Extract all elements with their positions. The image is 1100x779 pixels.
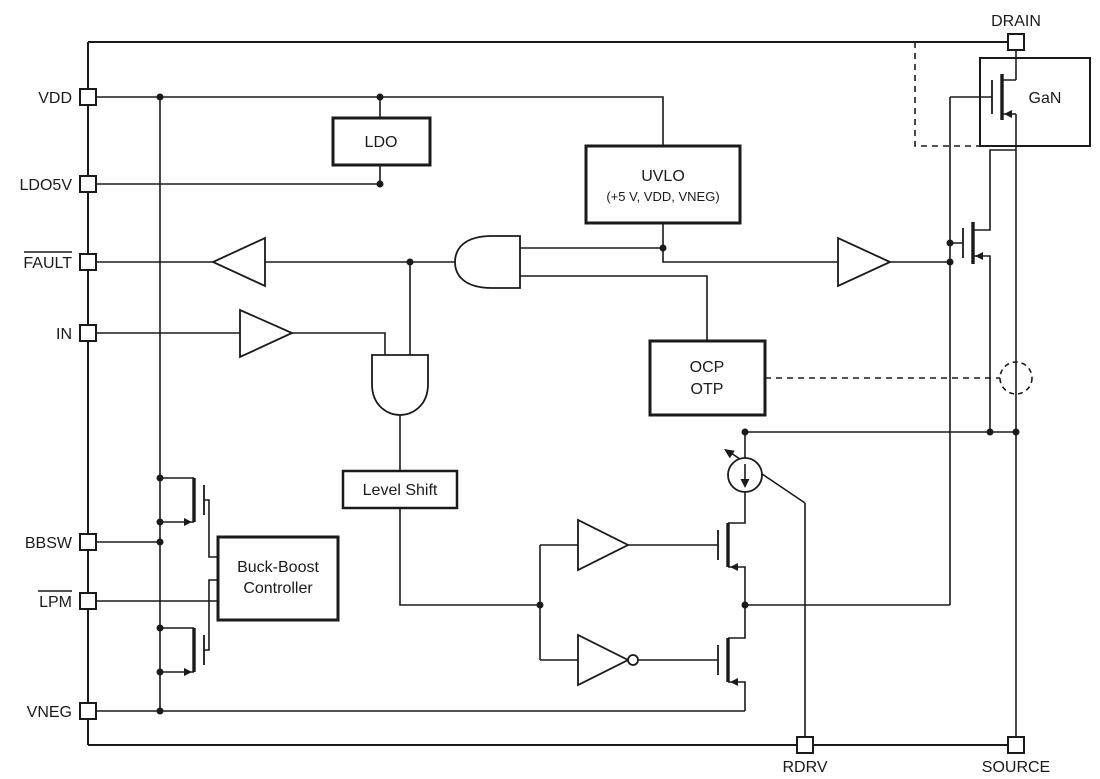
pin-source-label: SOURCE bbox=[982, 759, 1050, 776]
pin-drain bbox=[1007, 33, 1025, 51]
wires bbox=[96, 50, 1017, 737]
ldo-block bbox=[331, 116, 432, 167]
uvlo-label: UVLO bbox=[641, 168, 685, 185]
pin-bbsw-label: BBSW bbox=[25, 535, 73, 552]
blocks: LDO UVLO (+5 V, VDD, VNEG) OCP OTP Level… bbox=[216, 116, 767, 622]
in-buffer bbox=[239, 308, 295, 359]
inverter-bubble bbox=[627, 654, 639, 666]
junction-dots bbox=[156, 93, 1020, 715]
current-source-arrowhead bbox=[740, 479, 750, 488]
pin-vneg bbox=[79, 702, 97, 720]
uvlo-block bbox=[584, 144, 742, 225]
junction-dot bbox=[156, 93, 164, 101]
junction-dot bbox=[659, 244, 667, 252]
pin-rdrv bbox=[796, 736, 814, 754]
junction-dot bbox=[741, 601, 749, 609]
junction-dot bbox=[741, 428, 749, 436]
fet-channel-bars bbox=[192, 74, 1004, 682]
pin-rdrv-label: RDRV bbox=[782, 759, 827, 776]
gan-box bbox=[979, 57, 1091, 147]
buck-boost-block bbox=[216, 535, 340, 622]
fault-output-buffer bbox=[210, 236, 266, 288]
pin-vdd bbox=[79, 88, 97, 106]
current-source bbox=[724, 449, 763, 493]
ocp-otp-block bbox=[648, 339, 767, 417]
current-sense-circle bbox=[999, 361, 1033, 395]
junction-dot bbox=[156, 668, 164, 676]
pin-bbsw bbox=[79, 533, 97, 551]
uvlo-sublabel: (+5 V, VDD, VNEG) bbox=[606, 189, 719, 204]
junction-dot bbox=[406, 258, 414, 266]
buck-boost-label-1: Buck-Boost bbox=[237, 559, 319, 576]
buck-boost-label-2: Controller bbox=[243, 580, 313, 597]
current-adjust-arrowhead bbox=[724, 449, 735, 459]
pin-fault-label: FAULT bbox=[23, 255, 72, 272]
gates bbox=[210, 235, 893, 687]
pin-lpm-label: LPM bbox=[39, 594, 72, 611]
otp-label: OTP bbox=[691, 381, 724, 398]
driver-inverter bbox=[577, 633, 631, 687]
driver-buffer bbox=[577, 518, 631, 572]
fets bbox=[184, 74, 1012, 686]
pin-vneg-label: VNEG bbox=[27, 704, 72, 721]
die-boundary-dashed bbox=[914, 42, 980, 147]
junction-dot bbox=[946, 258, 954, 266]
junction-dot bbox=[376, 180, 384, 188]
ic-boundary bbox=[87, 41, 1008, 746]
input-and-gate bbox=[371, 354, 429, 416]
pin-in-label: IN bbox=[56, 326, 72, 343]
junction-dot bbox=[986, 428, 994, 436]
pin-drain-label: DRAIN bbox=[991, 13, 1041, 30]
gate-drive-buffer bbox=[837, 236, 893, 288]
pin-in bbox=[79, 324, 97, 342]
junction-dot bbox=[946, 239, 954, 247]
junction-dot bbox=[1012, 428, 1020, 436]
pin-vdd-label: VDD bbox=[38, 90, 72, 107]
junction-dot bbox=[536, 601, 544, 609]
ocp-label: OCP bbox=[690, 359, 725, 376]
junction-dot bbox=[156, 624, 164, 632]
junction-dot bbox=[156, 707, 164, 715]
level-shift-block bbox=[341, 469, 459, 510]
pin-source bbox=[1007, 736, 1025, 754]
junction-dot bbox=[376, 93, 384, 101]
pin-lpm bbox=[79, 592, 97, 610]
pin-ldo5v-label: LDO5V bbox=[20, 177, 73, 194]
level-shift-label: Level Shift bbox=[363, 482, 438, 499]
junction-dot bbox=[156, 474, 164, 482]
pins: VDD LDO5V FAULT IN BBSW LPM VNEG DRAIN R… bbox=[20, 13, 1051, 776]
junction-dot bbox=[156, 538, 164, 546]
fet-gate-bars bbox=[203, 80, 993, 675]
ldo-label: LDO bbox=[365, 134, 398, 151]
pin-fault bbox=[79, 253, 97, 271]
pin-ldo5v bbox=[79, 175, 97, 193]
fault-and-gate bbox=[454, 235, 521, 289]
junction-dot bbox=[156, 518, 164, 526]
gan-label: GaN bbox=[1029, 90, 1062, 107]
